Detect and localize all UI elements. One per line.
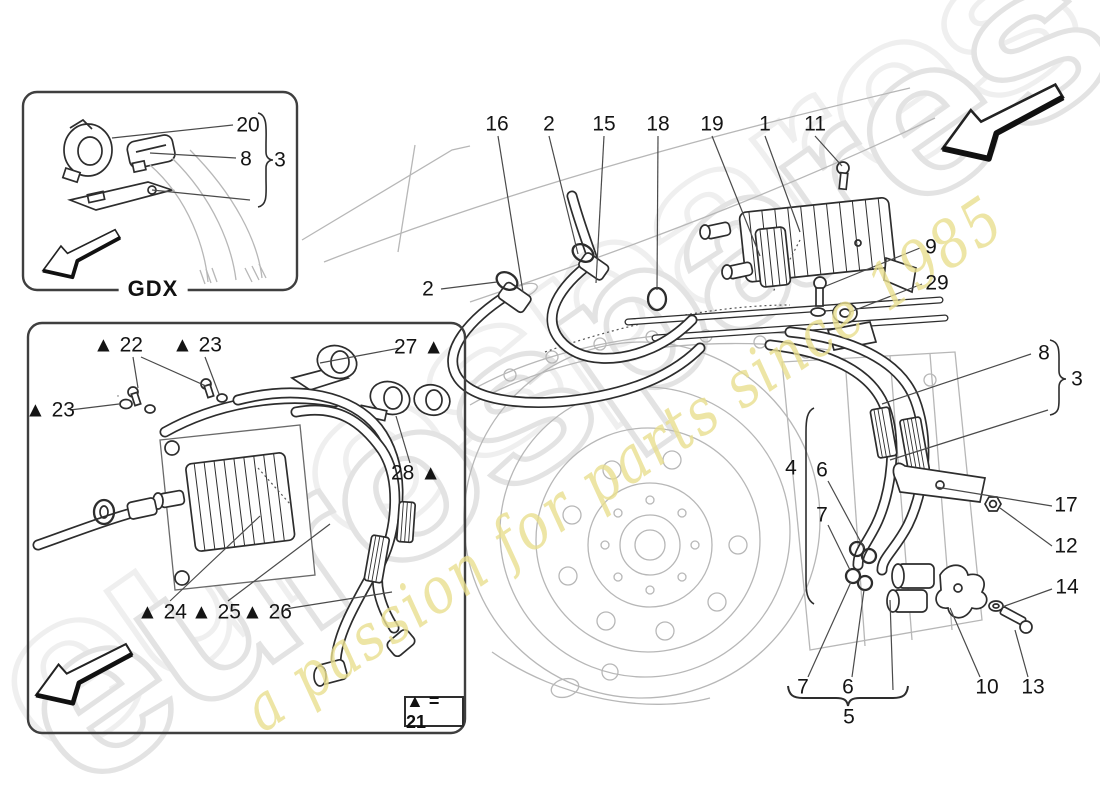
callout-p14: 14	[1055, 575, 1079, 599]
callout-p19: 19	[700, 112, 724, 136]
inset-left-hose	[32, 497, 158, 551]
pipe-clamps-27-28	[289, 344, 451, 422]
triangle-legend-box: ▲ = 21	[404, 691, 464, 732]
callout-p3a: 3	[274, 148, 286, 172]
flywheel-bolt-circle	[558, 450, 748, 641]
callout-p18: 18	[646, 112, 670, 136]
callout-p15: 15	[592, 112, 616, 136]
brace-3-inset	[257, 112, 274, 208]
callout-p7a: 7	[816, 503, 828, 527]
leader-lines	[440, 135, 1067, 707]
callout-t27: 27 ▲	[394, 335, 444, 359]
callout-p7b: 7	[797, 675, 809, 699]
hex-bolt-12	[984, 496, 1002, 512]
bolts-22-washers-23	[117, 378, 228, 414]
inset-pipes-box	[26, 321, 467, 735]
inset-pipes	[149, 149, 267, 285]
callout-p8b: 8	[1038, 341, 1050, 365]
callout-p8a: 8	[240, 147, 252, 171]
callout-p16: 16	[485, 112, 509, 136]
callout-p17: 17	[1054, 493, 1078, 517]
brace-5	[787, 685, 909, 707]
callout-p20: 20	[236, 113, 260, 137]
left-hoses	[447, 190, 706, 408]
direction-arrow-main	[940, 82, 1065, 162]
inset-ac-hoses	[159, 387, 417, 687]
callout-p6a: 6	[816, 458, 828, 482]
callout-t26: ▲ 26	[242, 600, 292, 624]
bracket-plate-3	[67, 181, 175, 211]
callout-p10: 10	[975, 675, 999, 699]
bolt-11	[836, 161, 850, 191]
callout-p12: 12	[1054, 534, 1078, 558]
callout-p29: 29	[925, 271, 949, 295]
callout-t23b: ▲ 23	[25, 398, 75, 422]
clamp-20	[61, 118, 113, 184]
callout-p3b: 3	[1071, 367, 1083, 391]
callout-t22: ▲ 22	[93, 333, 143, 357]
callout-p2a: 2	[543, 112, 555, 136]
o-rings-6-7	[844, 540, 878, 592]
callout-p11: 11	[804, 112, 826, 136]
clamp-8	[126, 134, 176, 174]
callout-p2b: 2	[422, 277, 434, 301]
callout-t25: ▲ 25	[191, 600, 241, 624]
callout-p9: 9	[925, 235, 937, 259]
pipe-clamp-17	[892, 462, 987, 503]
callout-p1: 1	[759, 112, 771, 136]
callout-t24: ▲ 24	[137, 600, 187, 624]
callout-p4: 4	[785, 456, 797, 480]
callout-p13: 13	[1021, 675, 1045, 699]
callout-t28: 28 ▲	[391, 461, 441, 485]
bracket-4	[805, 407, 815, 605]
bracket-and-bolt-9-29	[810, 276, 878, 351]
detail-code-label: GDX	[118, 276, 188, 302]
clamp-bracket-10	[935, 564, 988, 619]
callout-p6b: 6	[842, 675, 854, 699]
brace-3-main	[1049, 339, 1067, 416]
engine-cover-outline	[301, 87, 936, 303]
callout-p5: 5	[843, 705, 855, 729]
washer-14-bolt-13	[988, 600, 1033, 634]
direction-arrow-inset2	[34, 642, 134, 706]
right-hoses	[764, 326, 1033, 634]
callout-t23a: ▲ 23	[172, 333, 222, 357]
direction-arrow-inset1	[41, 228, 122, 280]
